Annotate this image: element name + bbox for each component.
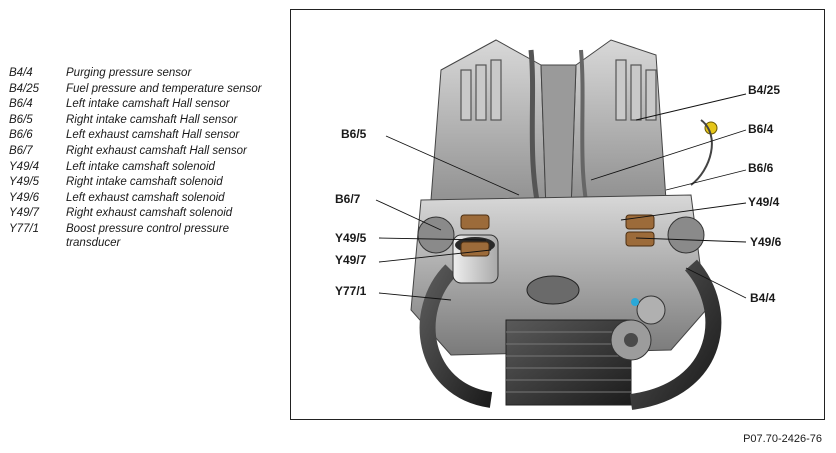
legend-item: Y49/6 Left exhaust camshaft solenoid [9,191,279,205]
callout-b6-4: B6/4 [748,122,774,136]
callout-b4-4: B4/4 [750,291,776,305]
legend-item: Y49/5 Right intake camshaft solenoid [9,175,279,189]
legend-description: Right intake camshaft solenoid [66,176,223,189]
legend-code: Y49/5 [9,176,40,189]
legend-description: Left intake camshaft solenoid [66,160,215,173]
legend-item: B4/4 Purging pressure sensor [9,66,279,80]
engine-illustration [375,39,747,410]
legend-description: Right exhaust camshaft Hall sensor [66,144,247,157]
callout-y49-6: Y49/6 [750,235,782,249]
legend-description: Boost pressure control pressure transduc… [66,222,229,249]
legend-code: B4/25 [9,82,40,95]
legend-description: Purging pressure sensor [66,67,192,79]
callout-y49-4: Y49/4 [748,195,780,209]
callout-b6-5: B6/5 [341,127,367,141]
legend-code: Y77/1 [9,222,40,235]
legend-item: B6/5 Right intake camshaft Hall sensor [9,113,279,127]
callout-b6-7: B6/7 [335,192,361,206]
legend-code: B6/6 [9,129,33,142]
callout-y77-1: Y77/1 [335,284,367,298]
legend-code: B4/4 [9,67,33,79]
legend-description: Left exhaust camshaft solenoid [66,191,225,204]
figure-reference-id: P07.70-2426-76 [743,433,822,445]
legend-description: Left intake camshaft Hall sensor [66,98,230,111]
legend-item: Y77/1 Boost pressure control pressure tr… [9,222,279,250]
legend-item: B4/25 Fuel pressure and temperature sens… [9,82,279,96]
leader-lines [375,93,747,301]
legend-code: B6/4 [9,98,33,111]
callout-b6-6: B6/6 [748,161,774,175]
legend-item: B6/7 Right exhaust camshaft Hall sensor [9,144,279,158]
legend-code: Y49/4 [9,160,40,173]
legend-description: Left exhaust camshaft Hall sensor [66,129,240,142]
legend-code: Y49/6 [9,191,40,204]
legend-list: B4/4 Purging pressure sensor B4/25 Fuel … [9,66,279,252]
callout-y49-7: Y49/7 [335,253,367,267]
legend-description: Fuel pressure and temperature sensor [66,82,262,95]
engine-body [410,39,722,410]
legend-description: Right exhaust camshaft solenoid [66,207,233,220]
legend-item: Y49/7 Right exhaust camshaft solenoid [9,206,279,220]
legend-code: B6/7 [9,144,33,157]
legend-code: Y49/7 [9,207,40,220]
engine-figure: B4/25 B6/5 B6/4 B6/6 B6/7 Y49/4 Y49/5 Y4… [290,9,825,420]
callout-b4-25: B4/25 [748,83,781,97]
legend-item: B6/6 Left exhaust camshaft Hall sensor [9,128,279,142]
legend-item: Y49/4 Left intake camshaft solenoid [9,160,279,174]
legend-description: Right intake camshaft Hall sensor [66,113,238,126]
legend-code: B6/5 [9,113,33,126]
callout-y49-5: Y49/5 [335,231,367,245]
legend-item: B6/4 Left intake camshaft Hall sensor [9,97,279,111]
